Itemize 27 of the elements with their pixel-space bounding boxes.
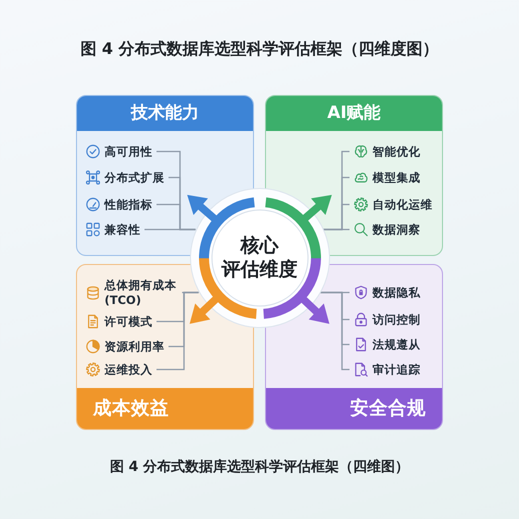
item-label: 高可用性 <box>104 144 152 159</box>
item-label: 运维投入 <box>104 362 152 377</box>
item-label: 访问控制 <box>372 312 420 327</box>
circle-label: 核心评估维度 <box>220 234 298 282</box>
item-label: 模型集成 <box>372 170 420 185</box>
item-label: 性能指标 <box>104 197 152 212</box>
item-label: 总体拥有成本 (TCO) <box>104 278 178 308</box>
item-label: 数据洞察 <box>372 222 420 237</box>
connector-line <box>156 292 199 370</box>
connector-line <box>320 292 350 370</box>
title: 图 4 分布式数据库选型科学评估框架（四维度图） <box>80 39 439 60</box>
item-label: 分布式扩展 <box>104 170 164 185</box>
item-label: 自动化运维 <box>372 197 432 212</box>
item-label: 许可模式 <box>104 314 152 329</box>
caption: 图 4 分布式数据库选型科学评估框架（四维图） <box>110 458 410 476</box>
item-label: 数据隐私 <box>372 285 420 300</box>
item-label: 法规遵从 <box>372 337 420 352</box>
connector-line <box>144 228 196 230</box>
panel-header: AI赋能 <box>266 96 442 131</box>
panel-header: 成本效益 <box>77 388 253 429</box>
panel-header: 安全合规 <box>266 388 442 429</box>
item-label: 资源利用率 <box>104 339 164 354</box>
item-label: 兼容性 <box>104 222 140 237</box>
connector-line <box>323 228 350 230</box>
panel-header: 技术能力 <box>77 96 253 131</box>
item-label: 审计追踪 <box>372 362 420 377</box>
item-label: 智能优化 <box>372 144 420 159</box>
